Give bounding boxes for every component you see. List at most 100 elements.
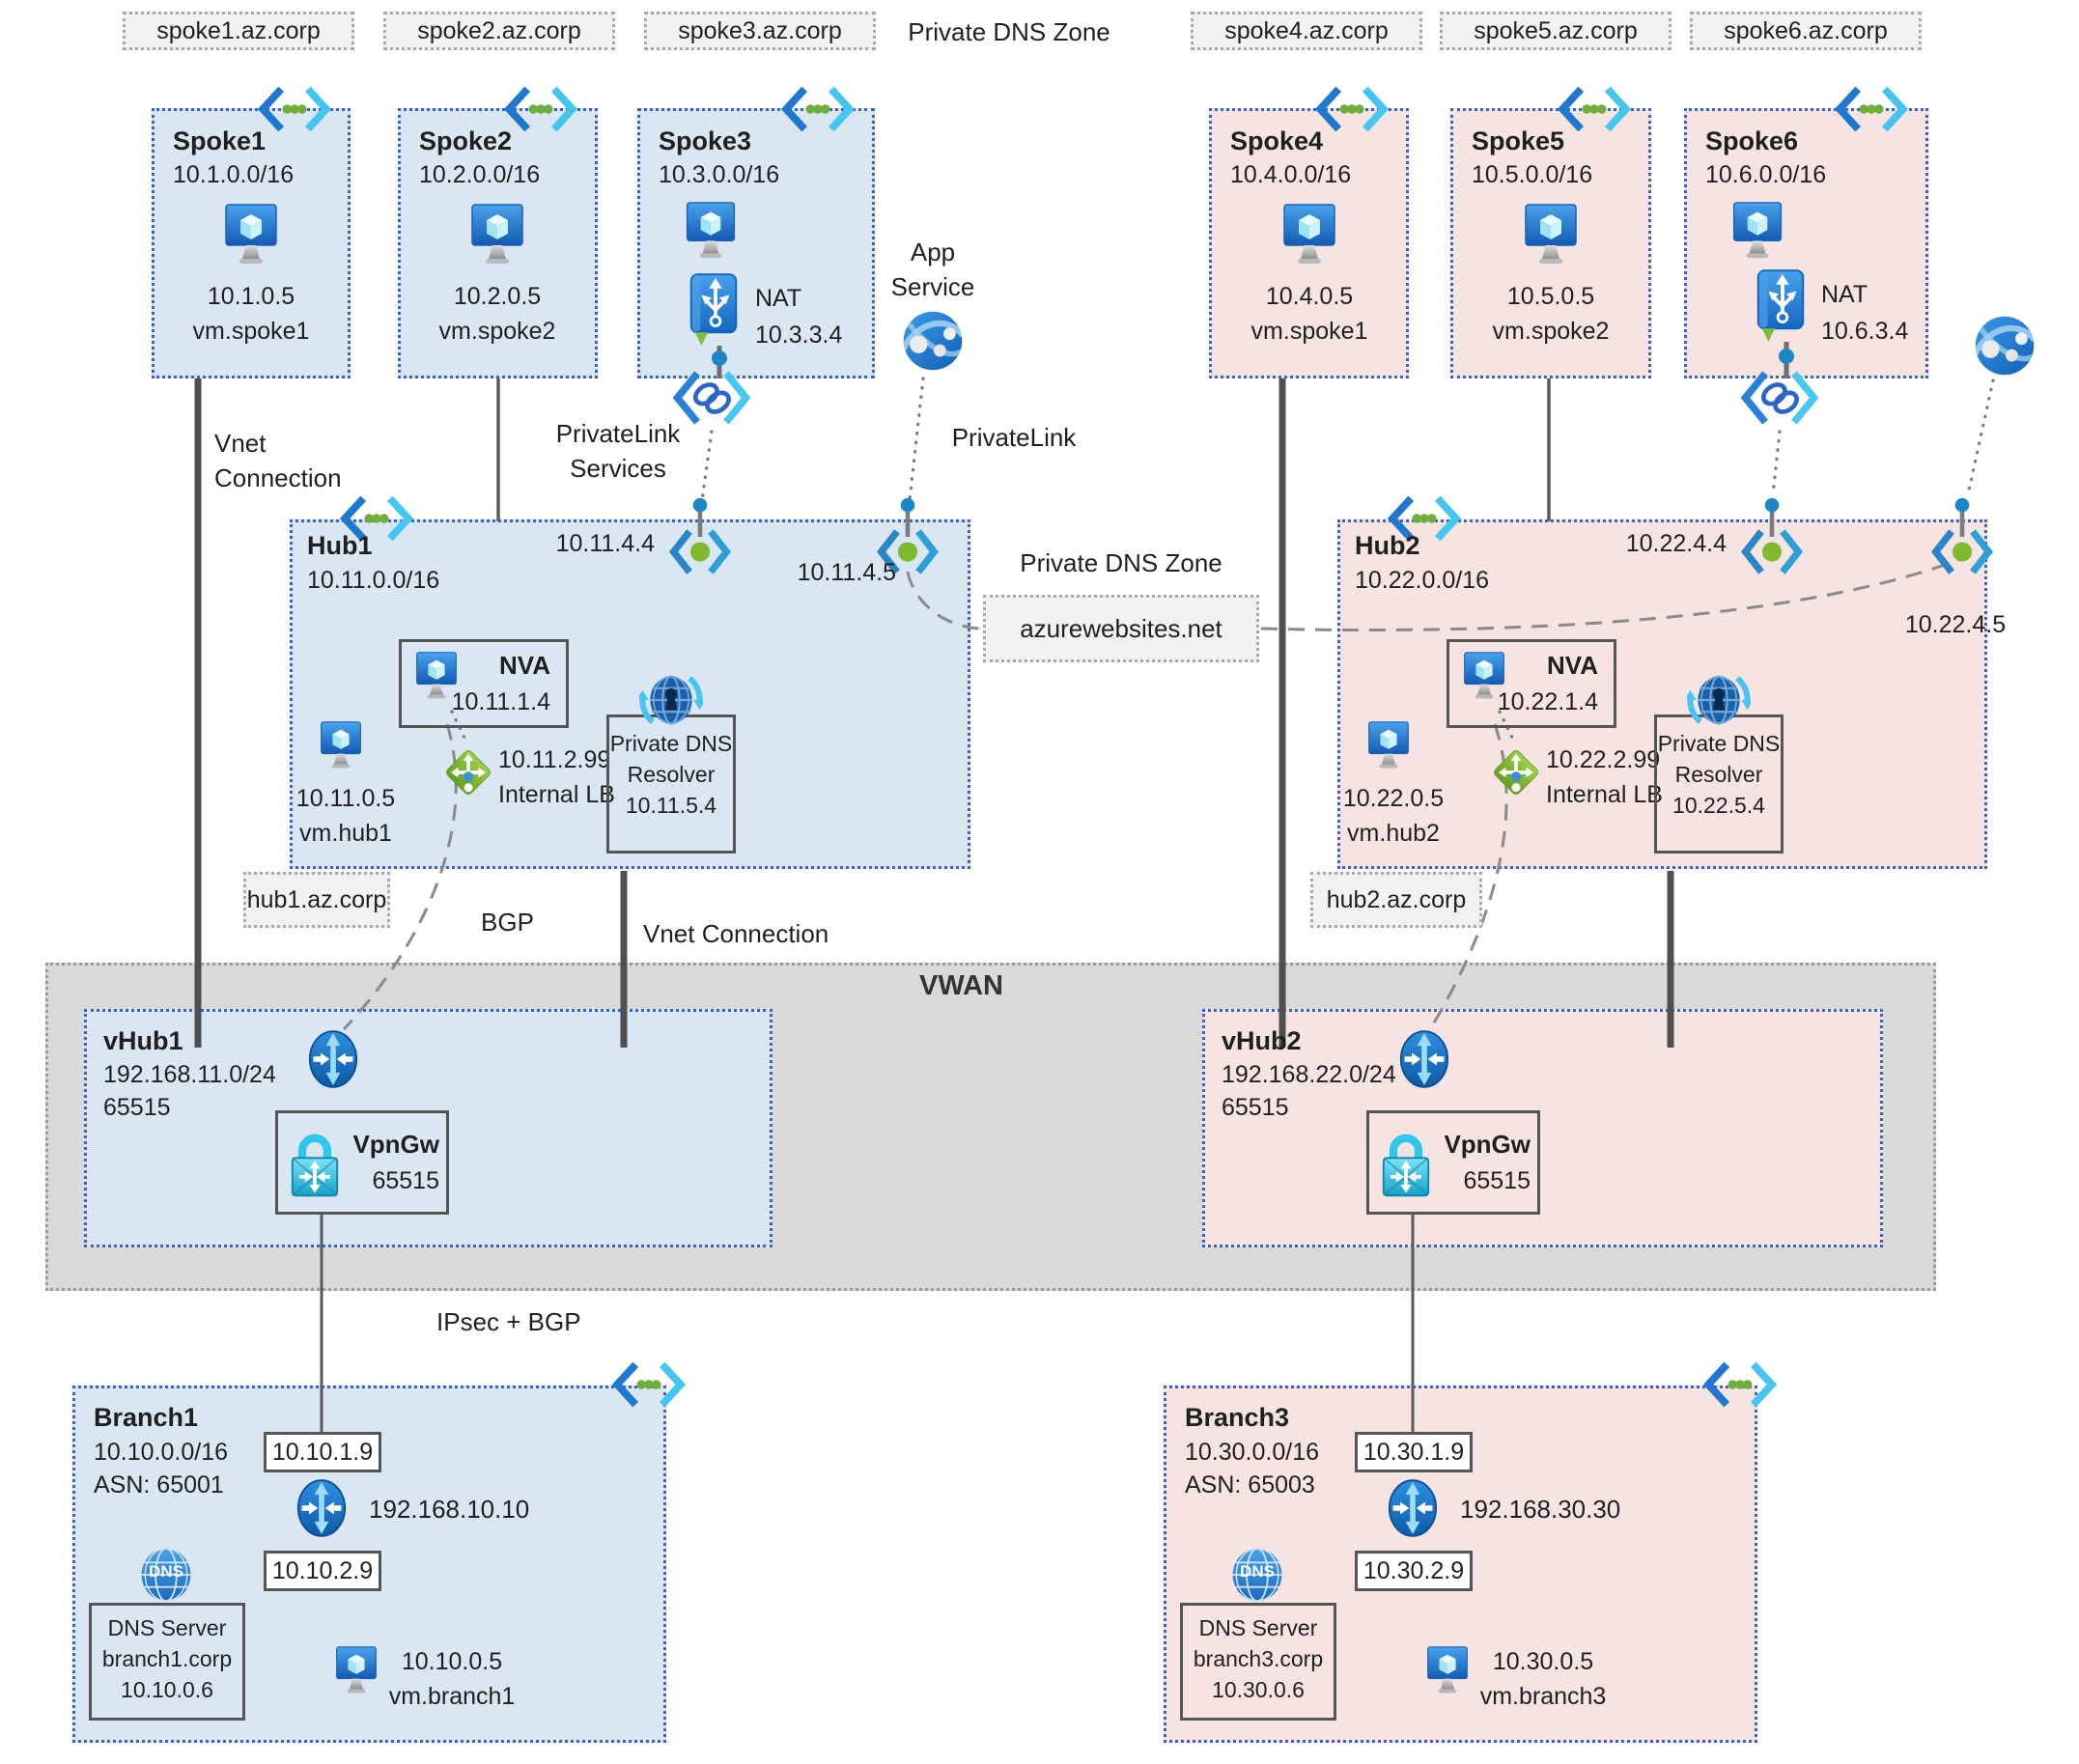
spoke4-vm-ip: 10.4.0.5 (1265, 283, 1354, 310)
private-dns-zone-mid-label: Private DNS Zone (1020, 548, 1222, 577)
branch3-cidr: 10.30.0.0/16 (1185, 1439, 1320, 1466)
spoke3-cidr: 10.3.0.0/16 (659, 161, 780, 188)
spoke6-vnet-box (1684, 108, 1928, 378)
hub2-cidr: 10.22.0.0/16 (1355, 567, 1490, 594)
branch3-ip-top-box: 10.30.1.9 (1355, 1432, 1473, 1472)
vm-icon (682, 201, 740, 261)
hub1-lb-label: Internal LB (498, 781, 615, 808)
spoke6-cidr: 10.6.0.0/16 (1705, 161, 1827, 188)
branch1-cidr: 10.10.0.0/16 (94, 1439, 229, 1466)
vhub1-cidr: 192.168.11.0/24 (103, 1061, 276, 1088)
dns-zone-spoke3: spoke3.az.corp (644, 12, 876, 50)
vpn-gateway-icon (1381, 1120, 1431, 1203)
hub2-pdr-line1: Private DNS (1657, 731, 1781, 756)
vm-icon (1423, 1643, 1472, 1697)
hub2-dns-zone-label: hub2.az.corp (1326, 885, 1467, 913)
branch1-vm-name: vm.branch1 (388, 1683, 516, 1710)
vhub1-vpngw-box (275, 1110, 449, 1215)
router-icon (296, 1477, 347, 1539)
private-endpoint-icon (1929, 496, 1995, 577)
hub1-vm-name: vm.hub1 (299, 820, 392, 847)
spoke1-title: Spoke1 (173, 126, 267, 155)
branch3-router-ip: 192.168.30.30 (1460, 1495, 1621, 1524)
vhub2-cidr: 192.168.22.0/24 (1222, 1061, 1396, 1088)
hub2-vm-name: vm.hub2 (1347, 820, 1440, 847)
branch3-dns-ip: 10.30.0.6 (1212, 1677, 1305, 1702)
vm-icon (466, 203, 528, 266)
vm-icon (332, 1643, 380, 1697)
app-service-icon (901, 309, 965, 373)
hub1-cidr: 10.11.0.0/16 (307, 567, 440, 594)
vhub2-vpngw-box (1366, 1110, 1540, 1215)
private-endpoint-icon (667, 496, 733, 577)
hub2-lb-ip: 10.22.2.99 (1546, 746, 1661, 773)
branch1-dns-icon-text: DNS (149, 1562, 183, 1581)
nat6-link-dot (1779, 349, 1794, 364)
dns-zone-spoke1-label: spoke1.az.corp (156, 16, 321, 44)
hub2-pdr-ip: 10.22.5.4 (1672, 793, 1765, 818)
vnet-connection-mid-label: Vnet Connection (643, 919, 829, 948)
vhub1-vpngw-asn: 65515 (372, 1167, 439, 1194)
hub1-nva-ip: 10.11.1.4 (451, 688, 550, 715)
hub1-endpoint2-ip: 10.11.4.5 (797, 559, 896, 586)
hub1-vnet-box (290, 519, 970, 869)
branch1-dns-server-box (89, 1603, 245, 1721)
branch3-ip-bottom: 10.30.2.9 (1363, 1556, 1465, 1584)
nat3-link-dot (712, 350, 727, 366)
spoke2-vm-name: vm.spoke2 (438, 318, 556, 345)
hub1-nva-box (399, 639, 569, 728)
vhub2-vpngw-asn: 65515 (1463, 1167, 1531, 1194)
branch1-dns-ip: 10.10.0.6 (121, 1677, 213, 1702)
spoke4-cidr: 10.4.0.0/16 (1230, 161, 1352, 188)
vnet-connection-left-line1: Vnet (214, 429, 267, 458)
spoke6-nat-label: NAT (1821, 281, 1868, 308)
branch1-asn: ASN: 65001 (94, 1471, 224, 1498)
hub2-vnet-box (1337, 519, 1987, 869)
dns-zone-spoke2-label: spoke2.az.corp (417, 16, 581, 44)
private-endpoint-icon (1739, 496, 1805, 577)
spoke3-title: Spoke3 (659, 126, 752, 155)
vhub1-title: vHub1 (103, 1026, 183, 1055)
dotted-pls2-ep3 (1771, 430, 1782, 496)
branch3-vm-name: vm.branch3 (1479, 1683, 1607, 1710)
branch3-dns-line2: branch3.corp (1193, 1646, 1324, 1671)
branch1-ip-bottom-box: 10.10.2.9 (264, 1551, 381, 1591)
vm-icon (1364, 720, 1413, 770)
spoke5-vm-name: vm.spoke2 (1492, 318, 1610, 345)
privatelink-services-label-line1: PrivateLink (555, 419, 681, 448)
vnet-icon (258, 83, 331, 135)
vnet-icon (1558, 83, 1631, 135)
hub1-vm-ip: 10.11.0.5 (295, 785, 396, 812)
dns-zone-spoke4-label: spoke4.az.corp (1224, 16, 1389, 44)
vnet-icon (504, 83, 577, 135)
azurewebsites-zone-box: azurewebsites.net (983, 595, 1259, 662)
spoke3-nat-label: NAT (755, 285, 802, 312)
vm-icon (220, 203, 282, 266)
hub1-nva-label: NVA (499, 651, 550, 680)
branch3-dns-server-box (1180, 1603, 1336, 1721)
dns-zone-spoke4: spoke4.az.corp (1191, 12, 1422, 50)
dns-zone-spoke2: spoke2.az.corp (383, 12, 615, 50)
spoke1-vm-ip: 10.1.0.5 (207, 283, 295, 310)
vwan-label: VWAN (919, 970, 1003, 1001)
spoke2-vm-ip: 10.2.0.5 (453, 283, 542, 310)
hub1-pdr-line2: Resolver (627, 762, 716, 787)
hub2-endpoint2-ip: 10.22.4.5 (1904, 611, 2007, 638)
hub1-lb-ip: 10.11.2.99 (498, 746, 611, 773)
branch3-asn: ASN: 65003 (1185, 1471, 1315, 1498)
app-service-label-line1: App (910, 238, 956, 266)
vnet-icon (1703, 1358, 1777, 1411)
dotted-globe-ep4 (1966, 378, 1995, 496)
dotted-appservice-ep2 (908, 377, 925, 502)
branch1-ip-top-box: 10.10.1.9 (264, 1432, 381, 1472)
branch3-dns-icon-text: DNS (1240, 1562, 1275, 1581)
privatelink-services-label-line2: Services (570, 454, 666, 483)
branch1-vm-ip: 10.10.0.5 (401, 1648, 503, 1675)
vhub2-title: vHub2 (1222, 1026, 1302, 1055)
hub2-lb-label: Internal LB (1546, 781, 1663, 808)
router-icon (1388, 1477, 1438, 1539)
hub2-vm-ip: 10.22.0.5 (1342, 785, 1445, 812)
hub2-title: Hub2 (1355, 531, 1420, 560)
